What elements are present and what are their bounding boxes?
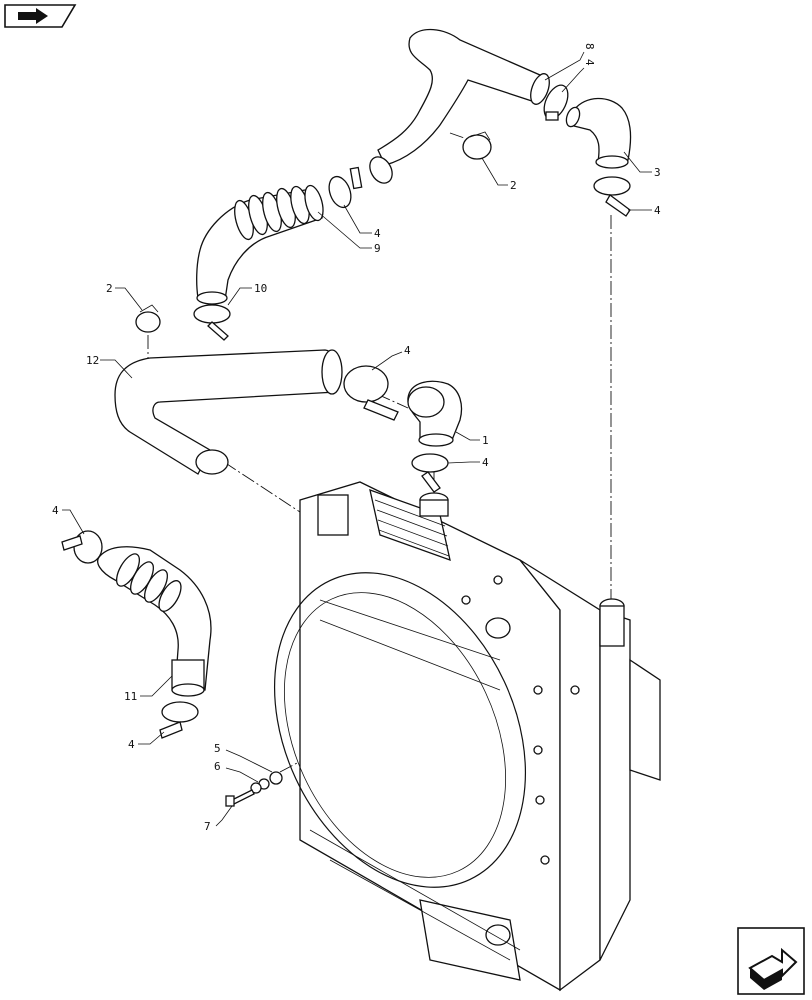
callout-2-top: 2 [510,179,517,192]
callout-4-left-bottom: 4 [128,738,135,751]
callout-4-top: 4 [583,59,596,66]
hose-corrugated-11 [97,546,212,697]
hose-clamp-9 [328,166,363,209]
hose-clamp-2-left [135,304,161,333]
callout-11: 11 [124,690,137,703]
callout-4-lower: 4 [482,456,489,469]
hose-clamp-left-bottom [159,701,199,739]
next-page-button[interactable] [737,927,805,995]
hose-clamp-left-top [61,530,103,564]
callout-3: 3 [654,166,661,179]
callout-10: 10 [254,282,267,295]
hose-upper-8 [369,28,550,184]
callout-8: 8 [583,43,596,50]
callout-2-left: 2 [106,282,113,295]
callout-labels: 8 4 3 4 2 4 9 10 2 12 4 1 4 4 11 4 5 6 7 [52,43,661,833]
hose-clamp-10 [193,304,231,341]
callout-5: 5 [214,742,221,755]
callout-1: 1 [482,434,489,447]
previous-page-button[interactable] [4,4,77,28]
previous-page-arrow-icon [18,8,48,24]
radiator-grille-hatch [374,499,450,557]
hose-elbow-3 [565,97,632,169]
hose-clamp-middle [343,365,399,421]
leader-lines [62,51,652,827]
callout-4-right: 4 [654,204,661,217]
hose-clamp-2-top [462,131,492,160]
hose-clamp-lower [411,453,449,493]
next-page-arrow-icon [748,947,798,990]
callout-4-middle: 4 [404,344,411,357]
callout-6: 6 [214,760,221,773]
callout-7: 7 [204,820,211,833]
fastener-set [225,771,283,807]
hose-long-12 [114,349,343,475]
hose-clamp-right [593,176,631,217]
callout-9: 9 [374,242,381,255]
radiator-shroud-assembly [273,481,661,992]
callout-4-left-top: 4 [52,504,59,517]
hose-clamp-top [543,84,569,121]
hose-elbow-1 [407,380,463,447]
callout-12: 12 [86,354,99,367]
callout-4-hose9: 4 [374,227,381,240]
hose-corrugated-9 [196,184,324,305]
